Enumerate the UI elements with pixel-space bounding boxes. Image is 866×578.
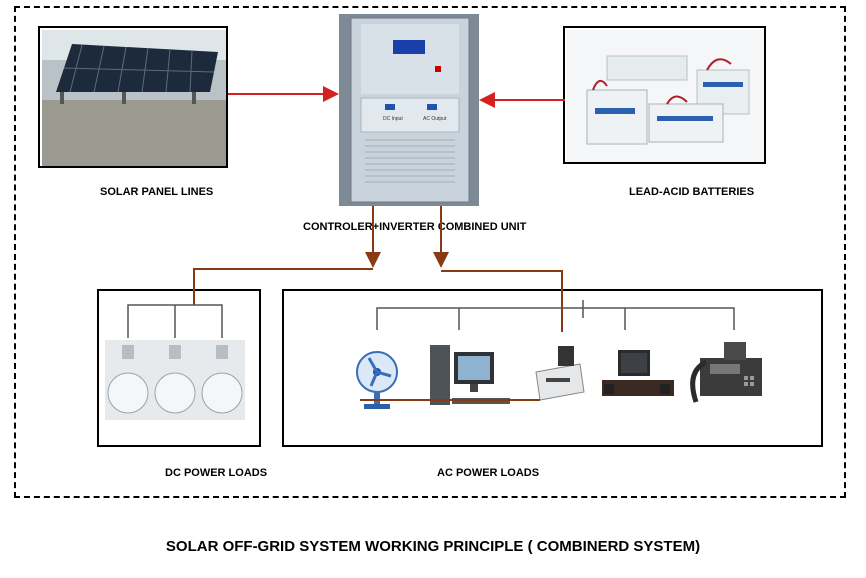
computer-icon <box>430 345 510 405</box>
fax-icon <box>690 342 762 403</box>
diagram-title: SOLAR OFF-GRID SYSTEM WORKING PRINCIPLE … <box>165 538 701 555</box>
solar-panel-box <box>38 26 228 168</box>
inverter-icon: DC Input AC Output <box>339 14 479 206</box>
solar-panel-label: SOLAR PANEL LINES <box>100 186 214 198</box>
solar-panel-icon <box>42 30 226 166</box>
tv-icon <box>602 350 674 396</box>
ac-output-label: AC Output <box>423 116 447 122</box>
controller-label: CONTROLER+INVERTER COMBINED UNIT <box>303 221 527 233</box>
dc-input-label: DC Input <box>383 116 403 122</box>
dc-loads-label: DC POWER LOADS <box>165 467 268 479</box>
battery-label: LEAD-ACID BATTERIES <box>629 186 755 198</box>
battery-box <box>563 26 766 164</box>
printer-icon <box>535 346 585 401</box>
dc-feed-line <box>193 268 373 305</box>
light-bulb-icon <box>105 340 245 420</box>
system-boundary <box>14 6 846 498</box>
ac-loads-label: AC POWER LOADS <box>437 467 540 479</box>
battery-icon <box>567 30 764 162</box>
fan-icon <box>356 351 398 409</box>
